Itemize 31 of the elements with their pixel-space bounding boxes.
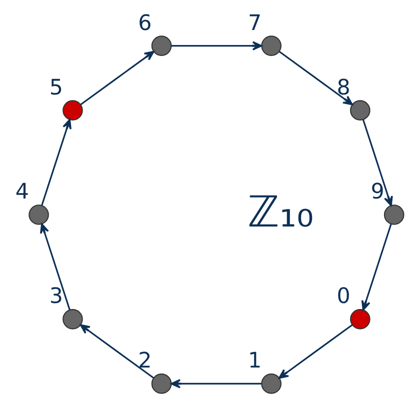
label: ℤ₁₀ <box>247 188 314 238</box>
arrow <box>40 118 71 206</box>
node-circle <box>350 100 370 120</box>
node-circle <box>350 309 370 330</box>
arrow <box>278 50 352 106</box>
node-label: 6 <box>138 10 152 36</box>
node-circle <box>150 36 172 56</box>
node-circle <box>150 374 172 394</box>
node-label: 2 <box>138 348 152 374</box>
arrow <box>362 119 392 206</box>
arrow <box>278 324 352 379</box>
node-circle <box>260 374 281 394</box>
node-circle <box>260 36 281 56</box>
arrow <box>170 41 262 50</box>
node-label: 1 <box>247 348 262 374</box>
node-circle <box>28 204 48 225</box>
arrow <box>79 324 154 379</box>
node-label: 7 <box>247 10 262 36</box>
node-circle <box>62 100 82 120</box>
node-label: 9 <box>370 180 384 205</box>
node-label: 8 <box>336 75 350 100</box>
node-label: 0 <box>336 284 350 310</box>
node-circle <box>62 309 82 330</box>
arrow <box>40 223 70 310</box>
arrow <box>80 50 154 106</box>
node-circle <box>383 204 404 225</box>
arrow <box>360 224 392 311</box>
node-label: 3 <box>48 284 62 310</box>
node-label: 4 <box>14 180 29 205</box>
arrow <box>170 379 262 388</box>
node-label: 5 <box>48 75 62 100</box>
